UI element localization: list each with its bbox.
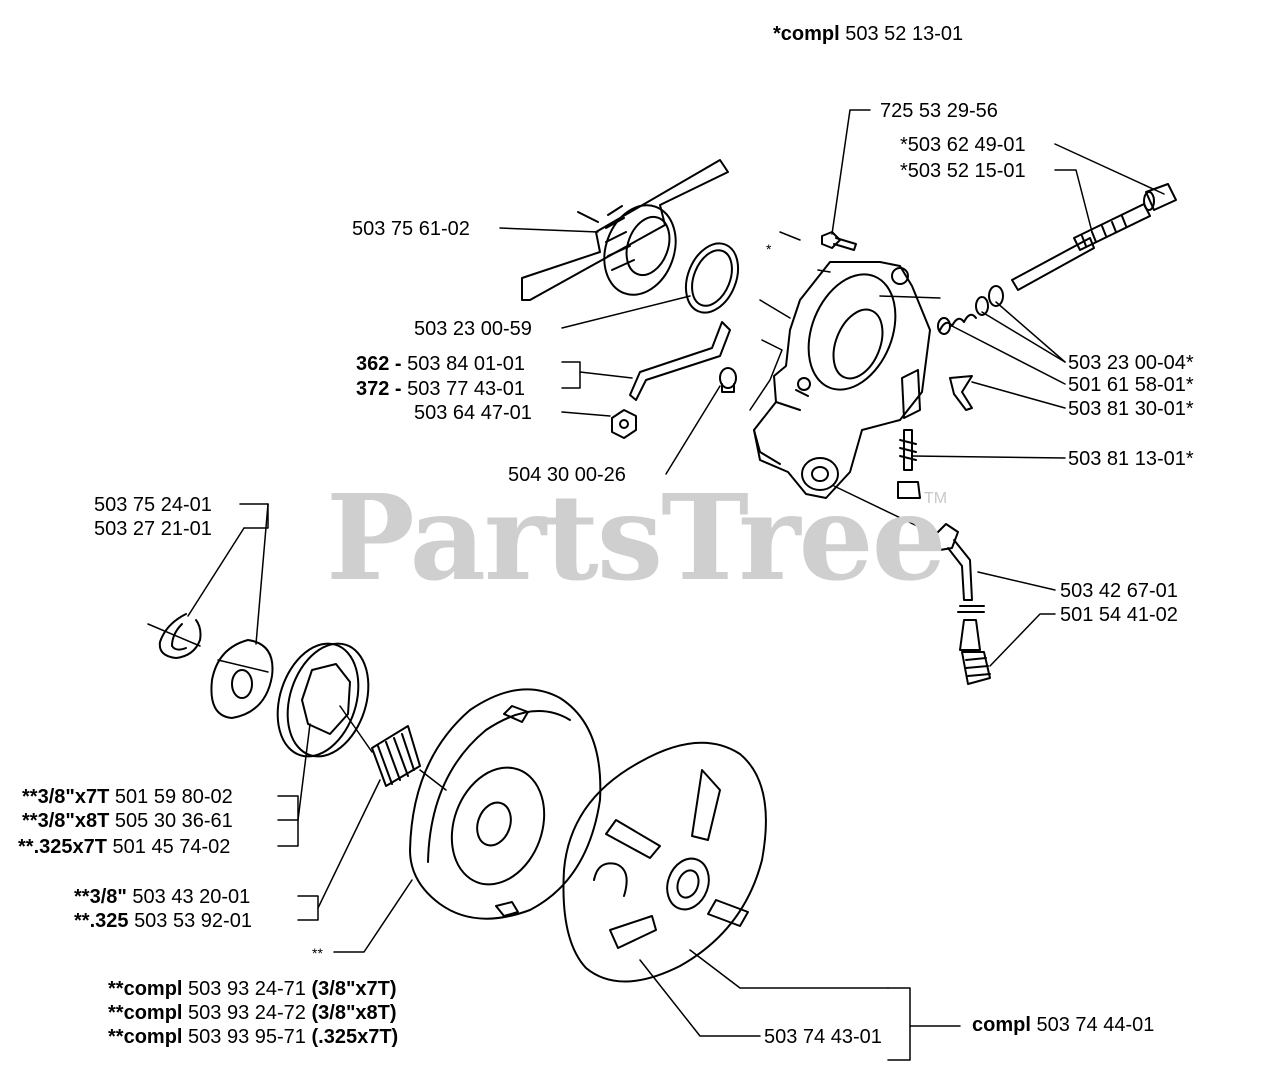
screw-part [821, 231, 857, 251]
clutch-shoes-part [562, 741, 767, 983]
leader-lines [147, 109, 1165, 1061]
oil-hose-part [933, 523, 991, 685]
pump-shaft-part [1011, 183, 1177, 291]
oil-pipe-part [629, 321, 737, 401]
o-ring-part [684, 242, 740, 314]
clip-part [949, 375, 973, 411]
nut-part [611, 409, 637, 439]
needle-bearing-part [371, 725, 421, 787]
worm-gear-part [521, 159, 729, 301]
circlip-part [158, 613, 202, 659]
washer-spring-part [937, 285, 1004, 335]
adjusting-screw-part [897, 429, 921, 499]
sprocket-part [276, 642, 370, 758]
oil-pump-housing-part [753, 261, 931, 499]
clutch-drum-part [409, 688, 602, 920]
washer-part [210, 639, 274, 719]
